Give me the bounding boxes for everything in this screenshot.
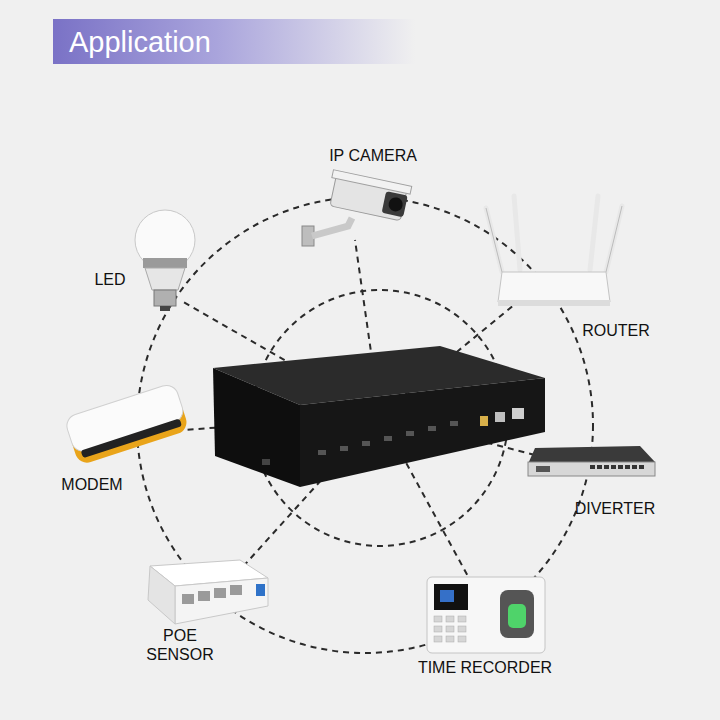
led-bulb-icon-part xyxy=(143,258,187,268)
network-switch xyxy=(213,346,545,487)
time-recorder-icon-part-part xyxy=(446,636,454,642)
dashed-ring-part xyxy=(137,197,593,653)
router-icon-part-part xyxy=(590,196,598,270)
diverter-icon-part xyxy=(536,466,550,472)
time-recorder-icon-part-part xyxy=(434,636,442,642)
device-label: DIVERTER xyxy=(560,499,670,518)
time-recorder-icon-part-part xyxy=(446,616,454,622)
ip-camera-icon-part xyxy=(312,218,352,236)
router-icon-part-part xyxy=(486,208,502,272)
device-label: ROUTER xyxy=(566,321,666,340)
router-icon xyxy=(486,196,622,306)
network-switch-part xyxy=(300,378,545,487)
ip-camera-icon-part xyxy=(326,170,412,222)
device-label: MODEM xyxy=(42,475,142,494)
time-recorder-icon-part-part xyxy=(434,616,442,622)
modem-icon xyxy=(64,382,190,465)
diverter-icon-part-part xyxy=(604,465,609,469)
diverter-icon-part-part xyxy=(611,465,616,469)
time-recorder-icon-part-part xyxy=(458,636,466,642)
router-icon-part xyxy=(498,300,610,306)
poe-switch-icon-part xyxy=(182,585,242,604)
network-switch-part xyxy=(213,368,300,487)
router-icon-part xyxy=(498,272,610,302)
time-recorder-icon-part-part xyxy=(446,626,454,632)
network-switch-part-part xyxy=(428,426,436,431)
time-recorder-icon-part-part xyxy=(458,616,466,622)
time-recorder-icon-part xyxy=(508,604,526,628)
time-recorder-icon xyxy=(427,577,545,653)
poe-switch-icon-part-part xyxy=(198,591,210,601)
ip-camera-icon-part-part xyxy=(387,196,404,213)
network-switch-part-part xyxy=(362,441,370,446)
device-label: POE SENSOR xyxy=(144,626,216,664)
network-switch-part xyxy=(480,416,488,426)
time-recorder-icon-part xyxy=(427,577,545,653)
router-icon-part xyxy=(486,196,622,272)
diverter-icon-part xyxy=(528,446,655,464)
title-band: Application xyxy=(53,19,415,64)
network-switch-part-part xyxy=(406,431,414,436)
poe-switch-icon-part xyxy=(175,578,268,624)
device-label: IP CAMERA xyxy=(313,146,433,165)
router-icon-part-part xyxy=(486,208,502,272)
diverter-icon-part-part xyxy=(625,465,630,469)
diverter-icon-part xyxy=(528,462,655,476)
router-icon-part-part xyxy=(514,196,520,270)
diverter-icon xyxy=(528,446,655,476)
ip-camera-icon-part-part xyxy=(332,170,412,194)
diverter-icon-part-part xyxy=(632,465,637,469)
poe-switch-icon xyxy=(148,560,268,624)
device-label: LED xyxy=(80,270,140,289)
modem-icon-part xyxy=(81,418,182,458)
led-bulb-icon-part xyxy=(154,290,176,306)
led-bulb-icon xyxy=(135,210,195,311)
poe-switch-icon-part-part xyxy=(230,585,242,595)
device-label: TIME RECORDER xyxy=(405,658,565,677)
router-icon-part-part xyxy=(606,206,622,272)
network-switch-part-part xyxy=(318,450,326,455)
time-recorder-icon-part-part xyxy=(434,626,442,632)
network-switch-part xyxy=(262,459,270,465)
diverter-icon-part-part xyxy=(639,465,644,469)
network-switch-part xyxy=(512,408,524,419)
dashed-ring xyxy=(137,197,593,653)
time-recorder-icon-part-part xyxy=(458,626,466,632)
router-icon-part-part xyxy=(606,206,622,272)
time-recorder-icon-part xyxy=(440,590,454,602)
diverter-icon-part-part xyxy=(618,465,623,469)
diverter-icon-part-part xyxy=(590,465,595,469)
time-recorder-icon-part xyxy=(500,590,534,638)
poe-switch-icon-part-part xyxy=(182,594,194,604)
ip-camera-icon xyxy=(302,170,412,246)
led-bulb-icon-part xyxy=(135,210,195,270)
title-text: Application xyxy=(69,25,211,59)
diverter-icon-part-part xyxy=(597,465,602,469)
network-switch-part xyxy=(318,421,458,455)
diverter-icon-part xyxy=(590,465,644,469)
network-switch-part-part xyxy=(340,446,348,451)
poe-switch-icon-part xyxy=(256,584,265,596)
router-icon-part xyxy=(486,206,622,272)
time-recorder-icon-part xyxy=(434,616,466,642)
ip-camera-icon-part-part xyxy=(382,191,408,217)
poe-switch-icon-part xyxy=(148,566,175,624)
poe-switch-icon-part-part xyxy=(214,588,226,598)
network-switch-part-part xyxy=(384,436,392,441)
network-switch-part xyxy=(495,412,505,422)
time-recorder-icon-part xyxy=(434,584,468,610)
led-bulb-icon-part xyxy=(145,268,185,290)
network-switch-part-part xyxy=(450,421,458,426)
led-bulb-icon-part xyxy=(160,306,170,311)
